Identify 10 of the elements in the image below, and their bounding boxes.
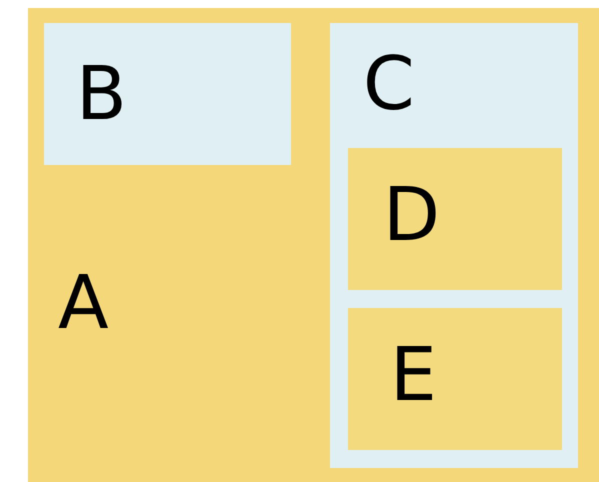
box-label: E [390, 338, 437, 412]
box-label: C [363, 47, 415, 121]
container-box [348, 148, 562, 290]
container-box [44, 23, 291, 165]
box-label: D [383, 178, 440, 252]
container-box [330, 23, 578, 468]
box-label: A [58, 266, 109, 340]
background-panel [28, 8, 599, 482]
container-box [348, 308, 562, 450]
box-label: B [76, 57, 127, 131]
